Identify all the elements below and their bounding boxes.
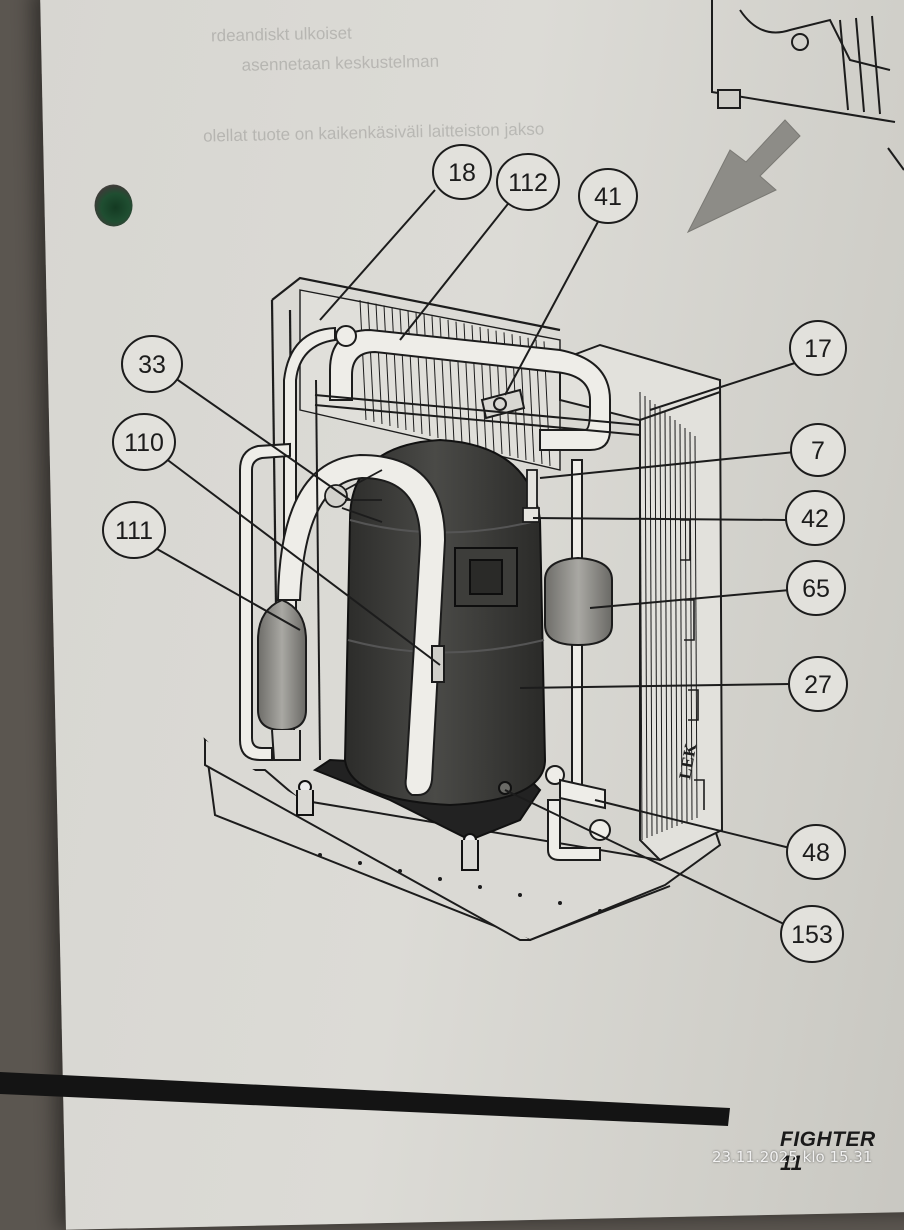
callout-42: 42 bbox=[785, 490, 845, 546]
sensor-33 bbox=[324, 469, 383, 523]
callout-41-label: 41 bbox=[594, 183, 622, 211]
fin-line bbox=[689, 431, 693, 821]
leader-7 bbox=[539, 451, 796, 479]
leader-18 bbox=[319, 189, 436, 321]
leader-48 bbox=[594, 799, 791, 849]
leader-lines bbox=[149, 189, 799, 926]
callout-18-label: 18 bbox=[448, 159, 476, 187]
photo-timestamp: 23.11.2025 klo 15.31 bbox=[712, 1148, 873, 1166]
fin-line bbox=[367, 301, 375, 423]
callout-18: 18 bbox=[432, 144, 492, 200]
rivet bbox=[358, 861, 362, 865]
suction-pipe-loop bbox=[329, 328, 611, 451]
leader-33 bbox=[174, 377, 351, 501]
expansion-vessel bbox=[544, 556, 613, 647]
fin-line bbox=[375, 303, 383, 425]
callout-41: 41 bbox=[578, 168, 638, 224]
callout-7: 7 bbox=[790, 423, 846, 477]
callout-33: 33 bbox=[121, 335, 183, 393]
rivet bbox=[558, 901, 562, 905]
leader-110 bbox=[164, 457, 441, 666]
rivet bbox=[438, 877, 442, 881]
fin-line bbox=[674, 419, 678, 827]
callout-111-label: 111 bbox=[115, 517, 153, 545]
fin-line bbox=[669, 415, 673, 829]
callout-27: 27 bbox=[788, 656, 848, 712]
rivet bbox=[318, 853, 322, 857]
callout-42-label: 42 bbox=[801, 505, 829, 533]
footer-rule bbox=[0, 1072, 730, 1126]
callout-33-label: 33 bbox=[138, 351, 166, 379]
callout-65-label: 65 bbox=[802, 575, 830, 603]
callout-110: 110 bbox=[112, 413, 176, 471]
footer-model-title: FIGHTER 11 bbox=[780, 1128, 876, 1175]
heat-pump-exploded-diagram: LEK bbox=[0, 0, 904, 1126]
fin-line bbox=[684, 427, 688, 823]
callout-111: 111 bbox=[102, 501, 166, 559]
callout-bubbles: 18 112 41 17 33 110 7 42 111 65 27 48 15… bbox=[102, 144, 848, 963]
rivet bbox=[478, 885, 482, 889]
leader-153 bbox=[504, 789, 787, 926]
callout-112-label: 112 bbox=[508, 169, 548, 197]
frame-bars bbox=[314, 379, 641, 761]
leader-112 bbox=[399, 194, 516, 341]
leader-27 bbox=[519, 683, 791, 689]
fin-line bbox=[383, 305, 391, 427]
callout-65: 65 bbox=[786, 560, 846, 616]
inset-line bbox=[887, 147, 904, 171]
rivet bbox=[598, 909, 602, 913]
compressor bbox=[296, 438, 547, 871]
callout-27-label: 27 bbox=[804, 671, 832, 699]
fin-line bbox=[654, 403, 658, 835]
direction-arrow bbox=[686, 119, 801, 234]
callout-110-label: 110 bbox=[124, 429, 164, 457]
fin-line bbox=[694, 435, 698, 819]
fin-line bbox=[679, 423, 683, 825]
fin-line bbox=[659, 407, 663, 833]
leader-41 bbox=[504, 217, 601, 396]
refrigerant-pipes-right bbox=[545, 459, 611, 861]
fin-line bbox=[649, 399, 653, 837]
callout-48: 48 bbox=[786, 824, 846, 880]
inset-detail bbox=[711, 0, 896, 123]
callout-153: 153 bbox=[780, 905, 844, 963]
leader-65 bbox=[589, 589, 791, 609]
callout-7-label: 7 bbox=[811, 437, 825, 465]
rivet bbox=[518, 893, 522, 897]
fin-line bbox=[639, 391, 643, 841]
fin-line bbox=[399, 308, 407, 431]
callout-17: 17 bbox=[789, 320, 847, 376]
fin-line bbox=[664, 411, 668, 831]
callout-17-label: 17 bbox=[804, 335, 832, 363]
fin-line bbox=[415, 312, 423, 435]
callout-112: 112 bbox=[496, 153, 560, 211]
callout-153-label: 153 bbox=[791, 921, 833, 949]
rivet bbox=[398, 869, 402, 873]
leader-17 bbox=[649, 361, 799, 411]
fin-lines-right bbox=[639, 391, 698, 841]
accumulator-tank bbox=[257, 579, 307, 761]
callout-48-label: 48 bbox=[802, 839, 830, 867]
fin-line bbox=[391, 307, 399, 429]
leader-42 bbox=[532, 517, 787, 521]
fin-line bbox=[644, 395, 648, 839]
fin-line bbox=[407, 310, 415, 433]
leader-111 bbox=[149, 544, 301, 631]
base-rivets bbox=[318, 853, 602, 913]
